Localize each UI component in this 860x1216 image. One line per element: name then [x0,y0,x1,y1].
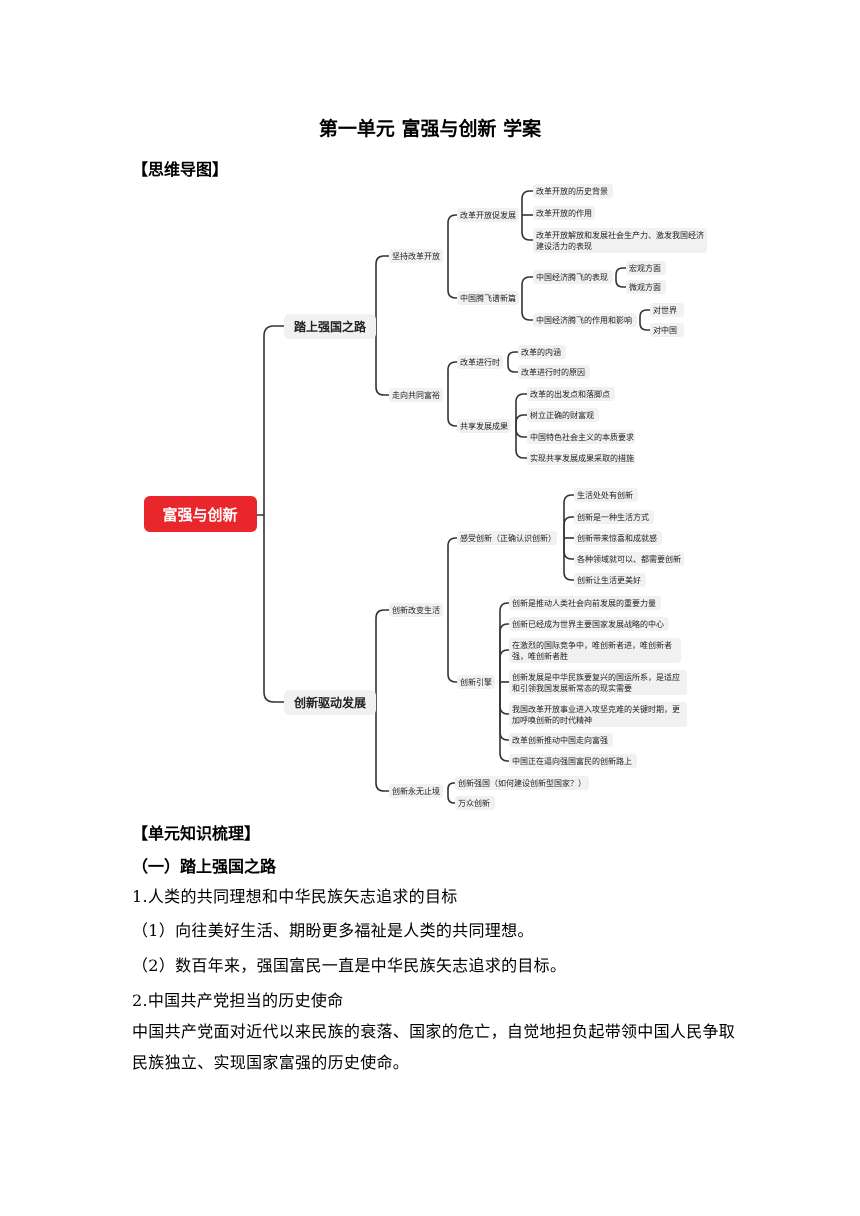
mindmap-root: 富强与创新 [144,496,257,532]
node-to-china: 对中国 [653,325,677,335]
node-share-results: 共享发展成果 [460,421,508,431]
node-china-soars: 中国腾飞谱新篇 [460,293,516,303]
node-to-world: 对世界 [653,305,677,315]
node-economy-impact: 中国经济腾飞的作用和影响 [536,315,632,325]
node-innovation-better-life: 创新让生活更美好 [577,575,641,585]
node-starting-point: 改革的出发点和落脚点 [530,389,610,399]
branch-innovation: 创新驱动发展 [284,690,376,715]
document-title: 第一单元 富强与创新 学案 [318,118,542,140]
section1-heading: （一）踏上强国之路 [132,857,277,876]
node-engine-rejuvenation-l2: 和引领我国发展新常态的现实需要 [512,683,632,693]
node-innovation-surprise: 创新带来惊喜和成就感 [577,533,657,543]
node-reform-liberate-l1: 改革开放解放和发展社会生产力、激发我国经济 [536,230,704,240]
node-innovation-lifestyle: 创新是一种生活方式 [577,512,649,522]
node-reform-reason: 改革进行时的原因 [521,367,585,377]
node-macro: 宏观方面 [629,263,661,273]
node-engine-road: 中国正在逼向强国富民的创新路上 [512,756,632,766]
point1-title: 1.人类的共同理想和中华民族矢志追求的目标 [132,887,458,906]
point1-sub2: （2）数百年来，强国富民一直是中华民族矢志追求的目标。 [132,956,567,975]
node-innovation-endless: 创新永无止境 [392,786,440,796]
node-common-prosperity: 走向共同富裕 [392,390,440,400]
node-feel-innovation: 感受创新（正确认识创新） [460,533,556,543]
node-engine-competition-l1: 在激烈的国际竞争中，唯创新者进，唯创新者 [512,640,672,650]
point2-title: 2.中国共产党担当的历史使命 [132,991,344,1010]
point2-body: 中国共产党面对近代以来民族的衰落、国家的危亡，自觉地担负起带领中国人民争取民族独… [132,1022,736,1072]
node-reform-meaning: 改革的内涵 [521,347,561,357]
mindmap-connectors [257,190,650,804]
point1-sub1: （1）向往美好生活、期盼更多福祉是人类的共同理想。 [132,921,534,940]
node-engine-competition-l2: 强，唯创新者胜 [512,651,568,661]
node-essential-requirement: 中国特色社会主义的本质要求 [530,432,634,442]
node-engine-prosperity: 改革创新推动中国走向富强 [512,735,608,745]
node-reform-ongoing: 改革进行时 [460,357,500,367]
node-innovation-changes-life: 创新改变生活 [392,605,440,615]
node-reform-opening: 坚持改革开放 [392,251,440,261]
node-reform-background: 改革开放的历史背景 [536,186,608,196]
branch-innovation-label: 创新驱动发展 [293,695,366,710]
knowledge-heading: 【单元知识梳理】 [132,824,261,843]
node-share-measures: 实现共享发展成果采取的措施 [530,453,634,463]
node-wealth-view: 树立正确的财富观 [530,410,594,420]
mindmap-leaf-nodes: 坚持改革开放 改革开放促发展 改革开放的历史背景 改革开放的作用 改革开放解放和… [389,184,707,810]
node-innovation-everywhere: 生活处处有创新 [577,490,633,500]
mind-map: 富强与创新 踏上强国之路 创新驱动发展 坚持改革开放 改革开放促发展 改革开放的… [144,184,707,810]
node-innovation-engine: 创新引擎 [460,677,492,687]
node-mass-innovation: 万众创新 [458,798,490,808]
node-reform-role: 改革开放的作用 [536,208,592,218]
root-label: 富强与创新 [162,506,237,524]
node-innovative-country: 创新强国（如何建设创新型国家？） [458,778,586,788]
mindmap-heading: 【思维导图】 [132,160,229,179]
node-engine-critical-l2: 加呼唤创新的时代精神 [512,715,592,725]
node-engine-strategy: 创新已经成为世界主要国家发展战略的中心 [512,619,664,629]
node-engine-critical-l1: 我国改革开放事业进入攻坚克难的关键时期，更 [512,704,680,714]
node-economy-performance: 中国经济腾飞的表现 [536,272,608,282]
branch-strong-nation: 踏上强国之路 [284,314,376,339]
node-innovation-all-fields: 各种领域就可以、都需要创新 [577,554,681,564]
node-reform-liberate-l2: 建设活力的表现 [536,241,592,251]
branch-strong-nation-label: 踏上强国之路 [294,319,367,334]
node-reform-promotes: 改革开放促发展 [460,210,516,220]
node-micro: 微观方面 [629,282,661,292]
node-engine-rejuvenation-l1: 创新发展是中华民族要复兴的国运所系，是适应 [512,672,680,682]
node-engine-force: 创新是推动人类社会向前发展的重要力量 [512,598,656,608]
